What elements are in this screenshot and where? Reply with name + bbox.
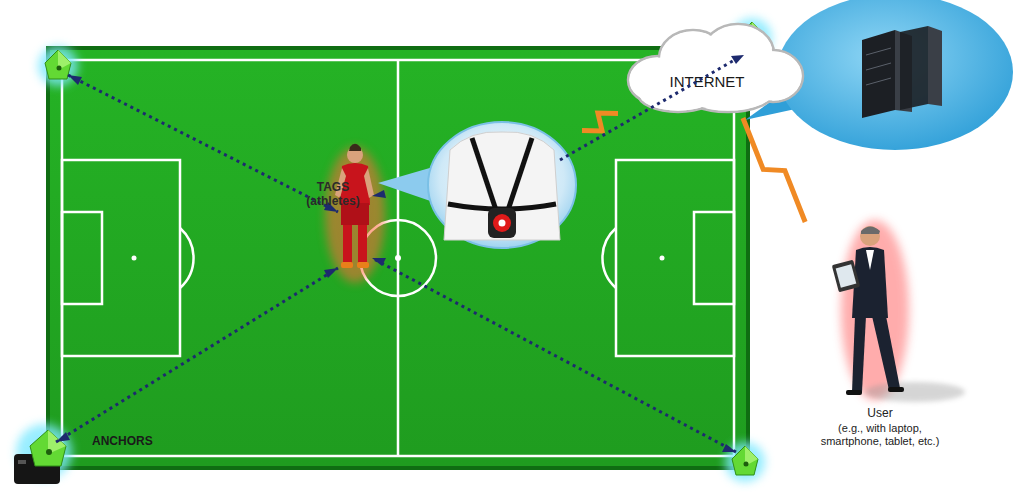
vest-callout bbox=[378, 122, 576, 248]
athlete-figure bbox=[325, 144, 385, 283]
cloud-outline bbox=[618, 18, 808, 118]
wireless-link bbox=[582, 113, 618, 131]
server-bubble bbox=[745, 0, 1013, 150]
ranging-arrowheads bbox=[56, 75, 736, 452]
tag-uplink bbox=[372, 55, 744, 198]
user-figure bbox=[832, 220, 965, 402]
node-title: User bbox=[800, 406, 960, 420]
ranging-links bbox=[56, 75, 736, 452]
internet-cloud: INTERNET bbox=[618, 18, 808, 118]
node-title: TAGS (athletes) bbox=[300, 180, 366, 209]
anchor-devices bbox=[14, 18, 772, 484]
football-pitch bbox=[46, 46, 750, 470]
node-note: (e.g., with laptop, smartphone, tablet, … bbox=[808, 422, 952, 448]
wireless-link bbox=[743, 118, 805, 222]
tag-group: TAGS (athletes) bbox=[300, 118, 582, 278]
node-title: INTERNET bbox=[632, 73, 782, 91]
user-box: User (e.g., with laptop, smartphone, tabl… bbox=[790, 222, 970, 472]
part-label: ANCHORS bbox=[92, 434, 192, 448]
